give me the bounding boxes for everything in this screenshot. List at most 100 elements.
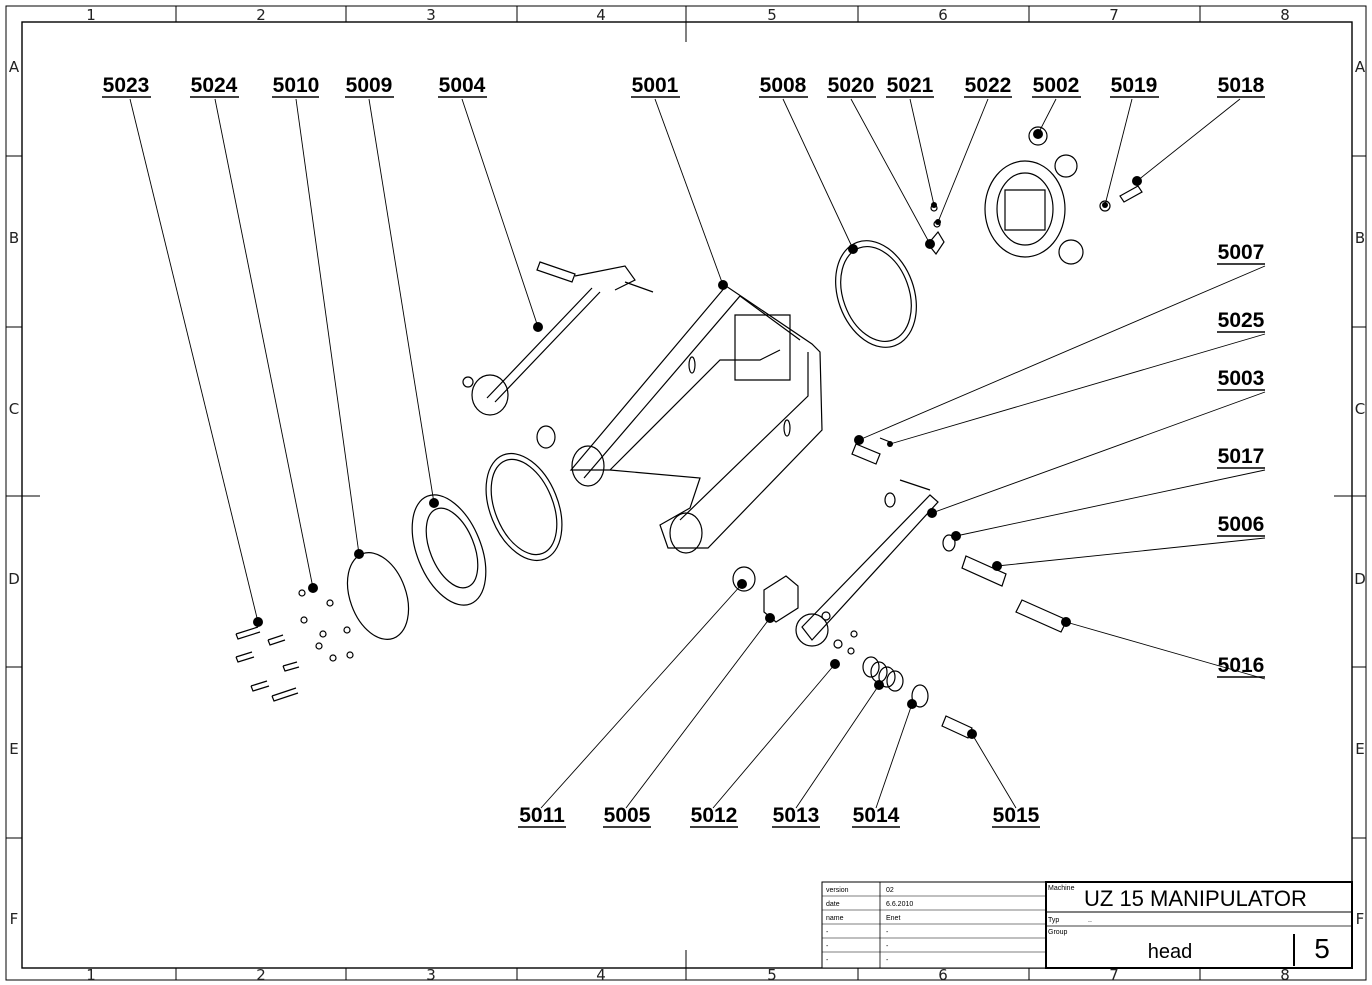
callout-5020: 5020 [828,74,875,97]
grid-ticks [6,6,1366,980]
bushing [536,425,556,449]
tb-type-value: .. [1088,917,1092,924]
grid-col-2-top: 2 [256,6,266,24]
grid-row-C-right: C [1355,400,1365,418]
gasket-5008 [835,240,917,348]
block-5005 [763,575,799,623]
grid-col-3-bottom: 3 [426,966,436,984]
leader-dots [253,129,1142,739]
tb-row5-value: - [886,943,889,950]
leader-lines [129,98,1266,809]
arm-5003 [795,479,939,647]
washer-5017 [942,534,956,552]
callout-5013: 5013 [773,804,820,827]
tb-row6-value: - [886,957,889,964]
callout-5019: 5019 [1111,74,1158,97]
clip-5025 [879,437,891,443]
grid-row-C-left: C [9,400,19,418]
callout-5011: 5011 [519,804,565,827]
callout-underlines [102,96,1265,828]
callout-5008: 5008 [760,74,807,97]
callout-labels: 5023 5024 5010 5009 5004 5001 5008 5020 … [103,74,1265,827]
grid-row-F-left: F [10,910,19,928]
parts-drawing [235,126,1143,739]
tb-group-label: Group [1048,929,1068,936]
callout-5017: 5017 [1218,445,1265,468]
tb-type-label: Typ [1048,917,1059,924]
grid-row-D-left: D [8,570,20,588]
snapring-5014 [911,684,929,708]
grid-col-7-bottom: 7 [1109,966,1119,984]
grid-col-1-bottom: 1 [86,966,96,984]
tb-version-label: version [826,887,849,894]
callout-5021: 5021 [887,74,934,97]
tb-version-value: 02 [886,887,894,894]
grid-row-B-right: B [1355,229,1365,247]
grid-row-A-left: A [9,58,20,76]
callout-5005: 5005 [604,804,651,827]
grid-col-8-bottom: 8 [1280,966,1290,984]
grid-row-A-right: A [1355,58,1366,76]
tb-machine-value: UZ 15 MANIPULATOR [1084,886,1307,911]
tb-name-value: Enet [886,915,900,922]
grid-col-3-top: 3 [426,6,436,24]
housing-5002 [984,126,1084,265]
bolts-5023 [235,626,300,702]
nut-5019 [1099,200,1111,212]
tb-group-value: head [1148,941,1193,963]
grid-row-F-right: F [1356,910,1365,928]
tb-row4-value: - [886,929,889,936]
grid-col-6-bottom: 6 [938,966,948,984]
callout-5018: 5018 [1218,74,1265,97]
callout-5001: 5001 [632,74,679,97]
callout-5007: 5007 [1218,241,1265,264]
callout-5016: 5016 [1218,654,1265,677]
tb-machine-label: Machine [1048,885,1075,892]
callout-5023: 5023 [103,74,150,97]
tb-date-value: 6.6.2010 [886,901,913,908]
nuts-5012 [833,630,858,655]
title-block: version 02 date 6.6.2010 name Enet - - -… [821,881,1353,969]
lever-5004 [462,261,654,416]
callout-5025: 5025 [1218,309,1265,332]
callout-5004: 5004 [439,74,486,97]
callout-5024: 5024 [191,74,238,97]
inner-frame [21,21,1353,969]
pin-5007 [851,443,881,465]
tb-row6-label: - [826,957,829,964]
grid-col-1-top: 1 [86,6,96,24]
frame-5001 [569,285,823,554]
callout-5015: 5015 [993,804,1040,827]
tb-date-label: date [826,901,840,908]
grid-col-6-top: 6 [938,6,948,24]
grid-col-5-bottom: 5 [767,966,777,984]
bushing-5011 [732,566,756,592]
callout-5010: 5010 [273,74,320,97]
grid-row-E-left: E [9,740,18,758]
bolt-5018 [1119,185,1143,203]
callout-5006: 5006 [1218,513,1265,536]
washers-5024 [298,589,354,662]
grid-col-4-top: 4 [596,6,606,24]
grid-col-8-top: 8 [1280,6,1290,24]
callout-5014: 5014 [853,804,900,827]
grid-col-7-top: 7 [1109,6,1119,24]
bolt-5015 [941,715,973,739]
tb-name-label: name [826,915,844,922]
grid-row-E-right: E [1355,740,1364,758]
callout-5002: 5002 [1033,74,1080,97]
grid-row-B-left: B [9,229,19,247]
plate-5009 [411,494,487,606]
tb-page-number: 5 [1314,933,1330,964]
tb-row4-label: - [826,929,829,936]
grid-col-4-bottom: 4 [596,966,606,984]
callout-5003: 5003 [1218,367,1265,390]
grid-row-D-right: D [1354,570,1366,588]
callout-5012: 5012 [691,804,738,827]
callout-5009: 5009 [346,74,393,97]
outer-frame [5,5,1367,981]
grid-col-2-bottom: 2 [256,966,266,984]
callout-5022: 5022 [965,74,1012,97]
pin-5006 [961,555,1007,587]
